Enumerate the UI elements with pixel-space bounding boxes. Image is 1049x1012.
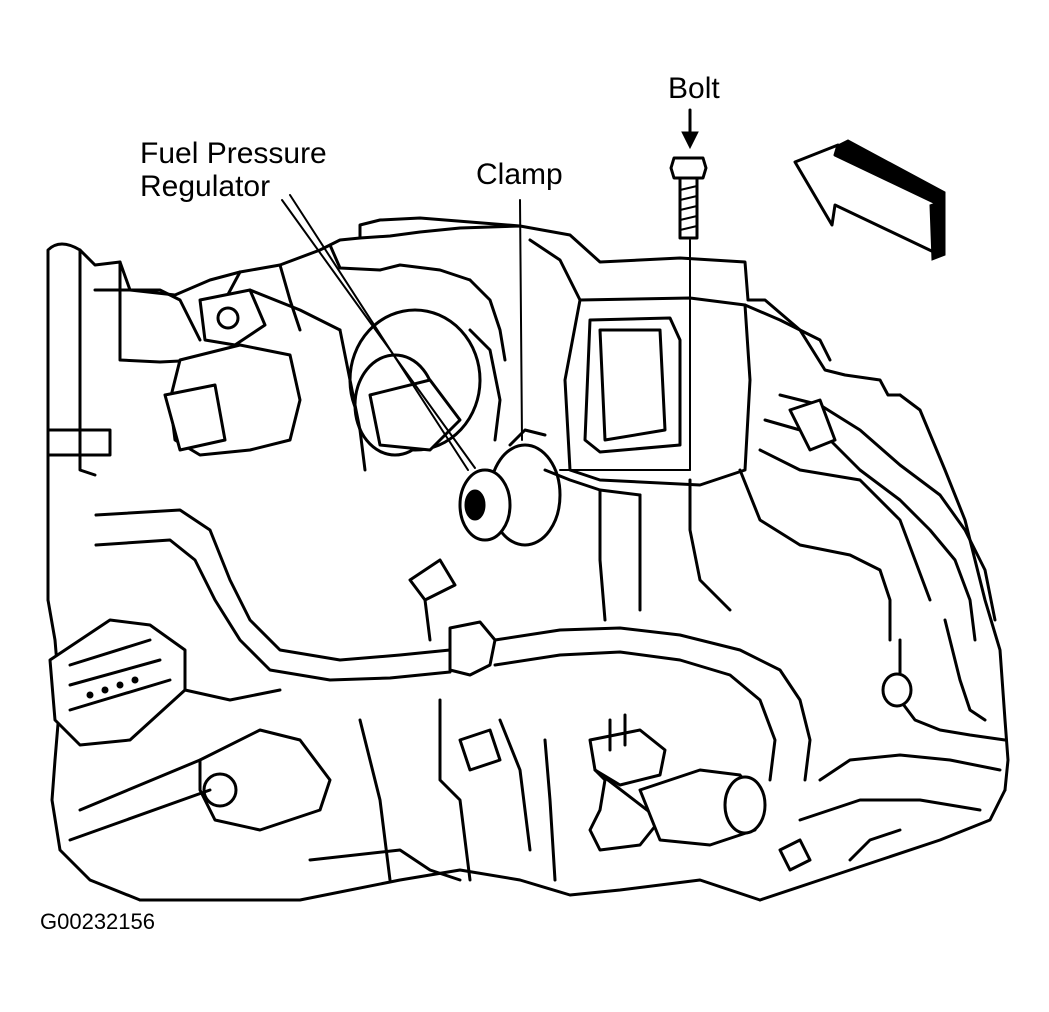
leader-clamp <box>519 199 523 441</box>
clamp-fitting <box>458 428 642 547</box>
sensor-assembly-bottom <box>588 713 767 852</box>
clamp-label: Clamp <box>476 158 563 191</box>
fuel-pressure-regulator <box>338 308 502 472</box>
callout-arrow-icon <box>681 108 699 150</box>
vacuum-hose-right <box>763 393 1007 742</box>
figure-id: G00232156 <box>40 909 155 934</box>
throttle-body-lower <box>308 698 557 882</box>
fuel-pressure-regulator-label-line1: Fuel Pressure <box>140 137 327 170</box>
line-retainer-clip <box>408 558 457 642</box>
fuel-rail <box>598 448 932 642</box>
electrical-connector-left <box>163 288 342 457</box>
direction-arrow-icon <box>793 139 946 261</box>
leader-fpr-2 <box>289 194 469 471</box>
electrical-connector-lower-left <box>48 618 282 747</box>
bolt-icon <box>669 156 708 240</box>
bolt-label: Bolt <box>668 72 720 105</box>
callout-leaders <box>281 194 691 471</box>
leader-fpr-1 <box>281 199 476 469</box>
mounting-bracket <box>563 296 832 487</box>
intake-plenum <box>46 216 592 477</box>
lower-right-housing <box>778 753 1002 872</box>
engine-outline <box>46 224 1010 902</box>
fuel-feed-line <box>94 508 812 782</box>
fuel-pressure-regulator-label-line2: Regulator <box>140 170 271 203</box>
lower-bracket <box>68 728 332 842</box>
